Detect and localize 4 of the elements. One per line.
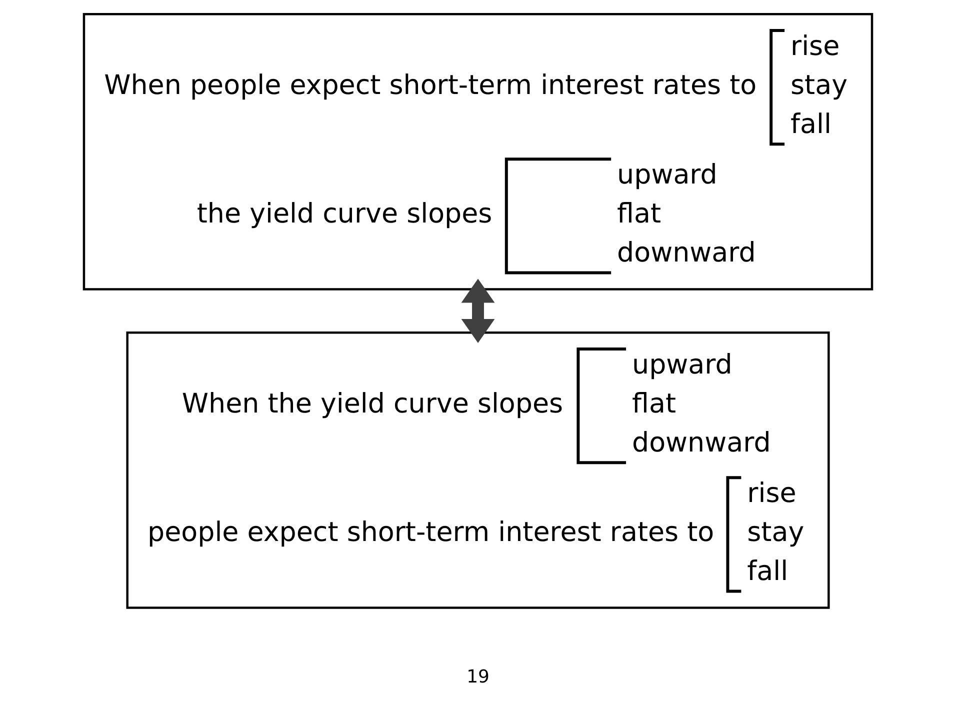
arrow bbox=[460, 278, 494, 343]
node-box: When the yield curve slopes upward flat downward people expect short-term interest rates to rise stay fall bbox=[126, 331, 830, 609]
node-box: When people expect short-term interest rates to rise stay fall the yield curve slopes upward flat downward bbox=[82, 12, 873, 290]
label: 19 bbox=[466, 666, 489, 688]
